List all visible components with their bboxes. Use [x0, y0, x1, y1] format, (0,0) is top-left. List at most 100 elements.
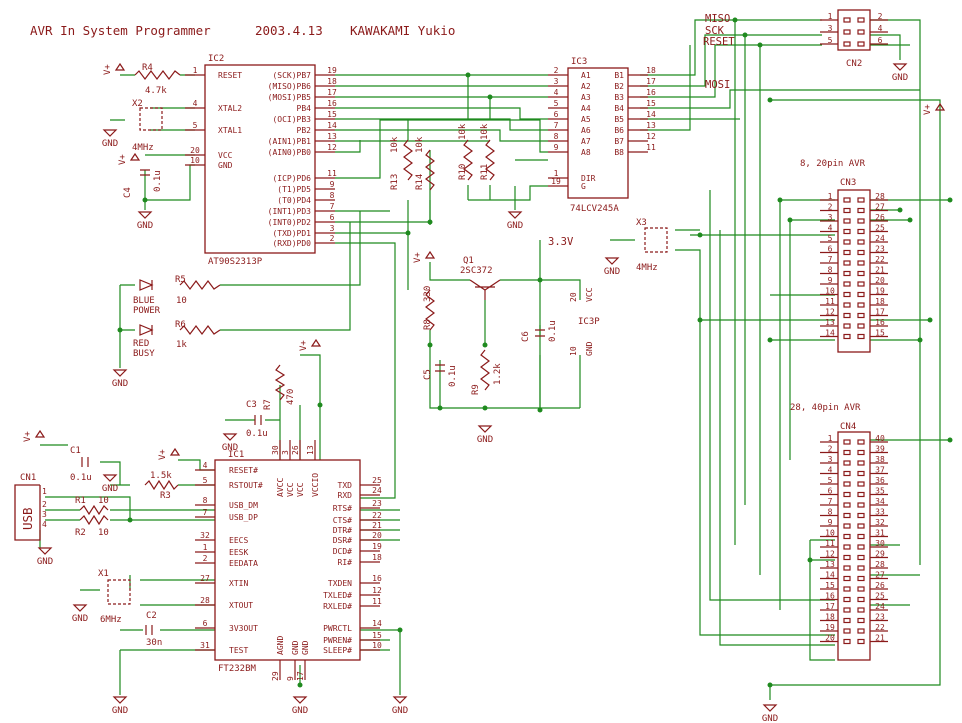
pin-name: GND	[301, 640, 310, 655]
pin-number: 2	[203, 554, 208, 563]
pin-number: 13	[825, 560, 835, 569]
pin-number: 10	[825, 287, 835, 296]
pin-number: 6	[203, 619, 208, 628]
pin-number: 11	[372, 597, 382, 606]
pin-number: 30	[875, 539, 885, 548]
pin-name: (MOSI)PB5	[268, 93, 312, 102]
pin-number: 17	[646, 77, 656, 86]
pin-name: B1	[614, 71, 624, 80]
pin-number: 34	[875, 497, 885, 506]
ic1-part: FT232BM	[218, 664, 257, 674]
pin-number: 28	[200, 596, 210, 605]
ic3p-vcc-label: VCC	[585, 287, 594, 302]
pin-number: 9	[330, 180, 335, 189]
pin-name: B7	[614, 137, 624, 146]
net-mosi: MOSI	[705, 79, 730, 91]
pin-number: 27	[875, 203, 885, 212]
pin-number: 13	[825, 318, 835, 327]
net-miso: MISO	[705, 13, 730, 25]
pin-number: 28	[875, 192, 885, 201]
pin-number: 19	[551, 177, 561, 186]
pin-name: B8	[614, 148, 624, 157]
pin-number: 29	[271, 671, 280, 681]
gnd-label: GND	[507, 221, 523, 231]
power-symbols: V+V+V+V+V+V+V+GNDGNDGNDGNDGNDGNDGNDGNDGN…	[23, 62, 946, 723]
pin-number: 1	[203, 543, 208, 552]
r3-val: 1.5k	[150, 471, 172, 481]
pin-number: 10	[825, 529, 835, 538]
x1-crystal	[107, 579, 131, 605]
pin-name: PB2	[297, 126, 312, 135]
c3-capacitor	[254, 415, 262, 425]
ic3-part: 74LCV245A	[570, 204, 619, 214]
r8-resistor	[425, 289, 435, 331]
net-3v3: 3.3V	[548, 236, 574, 248]
led-red	[139, 324, 154, 336]
c2-val: 30n	[146, 638, 162, 648]
ic2: IC2 AT90S2313P 1RESET4XTAL25XTAL120VCC10…	[185, 54, 337, 267]
pin-name: DIR	[581, 174, 596, 183]
pin-number: 16	[646, 88, 656, 97]
x3-val: 4MHz	[636, 263, 658, 273]
pin-number: 6	[828, 487, 833, 496]
cn1: CN1 USB 1 2 3 4	[14, 473, 47, 541]
r14-ref: R14	[415, 174, 425, 190]
ic3p: IC3P 20 VCC 10 GND	[569, 287, 600, 356]
pin-number: 23	[875, 613, 885, 622]
cn3-ref: CN3	[840, 178, 856, 188]
pin-name: (TXD)PD1	[272, 229, 311, 238]
pin-name: B4	[614, 104, 624, 113]
led1-l1: BLUE	[133, 296, 155, 306]
pin-number: 22	[372, 511, 382, 520]
ic2-part: AT90S2313P	[208, 257, 263, 267]
x3-ref: X3	[636, 218, 647, 228]
pin-number: 15	[646, 99, 656, 108]
gnd-label: GND	[292, 706, 308, 716]
pin-number: 8	[203, 496, 208, 505]
pin-number: 14	[825, 571, 835, 580]
pin-number: 6	[878, 36, 883, 45]
pin-name: RI#	[338, 558, 353, 567]
pin-number: 1	[193, 66, 198, 75]
gnd-label: GND	[102, 139, 118, 149]
pin-name: (OCI)PB3	[272, 115, 311, 124]
pin-number: 40	[875, 434, 885, 443]
pin-number: 6	[554, 110, 559, 119]
pin-number: 6	[828, 245, 833, 254]
pin-number: 9	[828, 518, 833, 527]
r2-val: 10	[98, 528, 109, 538]
pin-number: 13	[327, 132, 337, 141]
pin-number: 26	[875, 581, 885, 590]
pin-name: (RXD)PD0	[272, 239, 311, 248]
vplus-label: V+	[299, 340, 309, 351]
pin-number: 8	[554, 132, 559, 141]
pin-number: 6	[330, 213, 335, 222]
pin-name: XTOUT	[229, 601, 253, 610]
c2-ref: C2	[146, 611, 157, 621]
pin-name: RSTOUT#	[229, 481, 263, 490]
pin-name: B3	[614, 93, 624, 102]
r13-ref: R13	[390, 174, 400, 190]
r2-resistor	[79, 514, 109, 526]
ic3p-ref: IC3P	[578, 317, 600, 327]
pin-name: TXD	[338, 481, 353, 490]
pin-number: 27	[200, 574, 210, 583]
ic1: IC1 FT232BM 4RESET#5RSTOUT#8USB_DM7USB_D…	[195, 440, 382, 681]
cn3-title: 8, 20pin AVR	[800, 159, 866, 169]
pin-number: 17	[327, 88, 337, 97]
gnd-label: GND	[72, 614, 88, 624]
pin-number: 31	[875, 529, 885, 538]
r11-resistor	[485, 139, 495, 181]
pin-number: 2	[828, 445, 833, 454]
pin-number: 9	[828, 276, 833, 285]
c6-val: 0.1u	[548, 320, 558, 342]
pin-name: EEDATA	[229, 559, 258, 568]
r5-ref: R5	[175, 275, 186, 285]
pin-name: (SCK)PB7	[272, 71, 311, 80]
pin-number: 11	[646, 143, 656, 152]
pin-name: EESK	[229, 548, 248, 557]
c2-capacitor	[145, 625, 153, 635]
pin-number: 21	[372, 521, 382, 530]
r9-val: 1.2k	[493, 363, 503, 385]
pin-name: RTS#	[333, 504, 352, 513]
